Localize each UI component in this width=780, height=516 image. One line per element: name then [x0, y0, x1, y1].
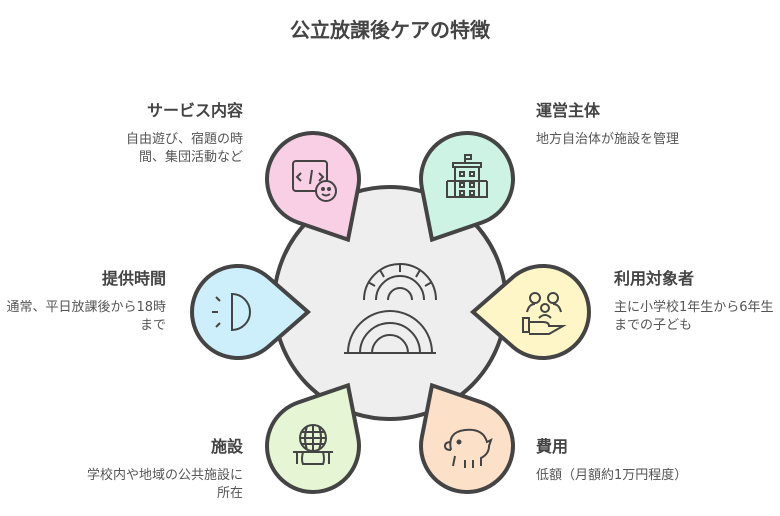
label-service-desc: 自由遊び、宿題の時間、集団活動など — [125, 132, 243, 165]
label-cost-title: 費用 — [536, 437, 569, 456]
label-facility-desc: 学校内や地域の公共施設に所在 — [86, 468, 243, 501]
children-hand-icon — [522, 292, 567, 335]
label-target-desc: 主に小学校1年生から6年生までの子ども — [614, 300, 774, 333]
teardrop-shape — [469, 264, 591, 360]
label-target-title: 利用対象者 — [614, 269, 695, 288]
teardrop-facility — [265, 382, 361, 494]
label-service-title: サービス内容 — [146, 101, 243, 120]
piggy-bank-icon — [443, 428, 493, 468]
label-operator-title: 運営主体 — [536, 101, 601, 120]
label-hours-title: 提供時間 — [101, 269, 166, 288]
teardrop-cost — [419, 382, 515, 494]
teardrop-operator — [419, 131, 515, 243]
building-icon — [446, 154, 488, 198]
label-cost-desc: 低額（月額約1万円程度） — [536, 468, 688, 483]
globe-facility-icon — [293, 424, 333, 465]
rainbow-arches-icon — [344, 263, 437, 354]
teardrop-shape — [419, 131, 515, 243]
label-hours-desc: 通常、平日放課後から18時まで — [6, 300, 166, 333]
label-facility-title: 施設 — [210, 437, 243, 456]
half-moon-icon — [212, 292, 251, 332]
teardrop-shape — [265, 131, 361, 243]
teardrop-target — [469, 264, 591, 360]
label-operator-desc: 地方自治体が施設を管理 — [536, 132, 680, 147]
diagram-title: 公立放課後ケアの特徴 — [290, 18, 490, 42]
teardrop-shape — [419, 382, 515, 494]
teardrop-service — [265, 131, 361, 243]
teardrop-hours — [190, 264, 312, 360]
code-window-face-icon — [292, 160, 337, 202]
